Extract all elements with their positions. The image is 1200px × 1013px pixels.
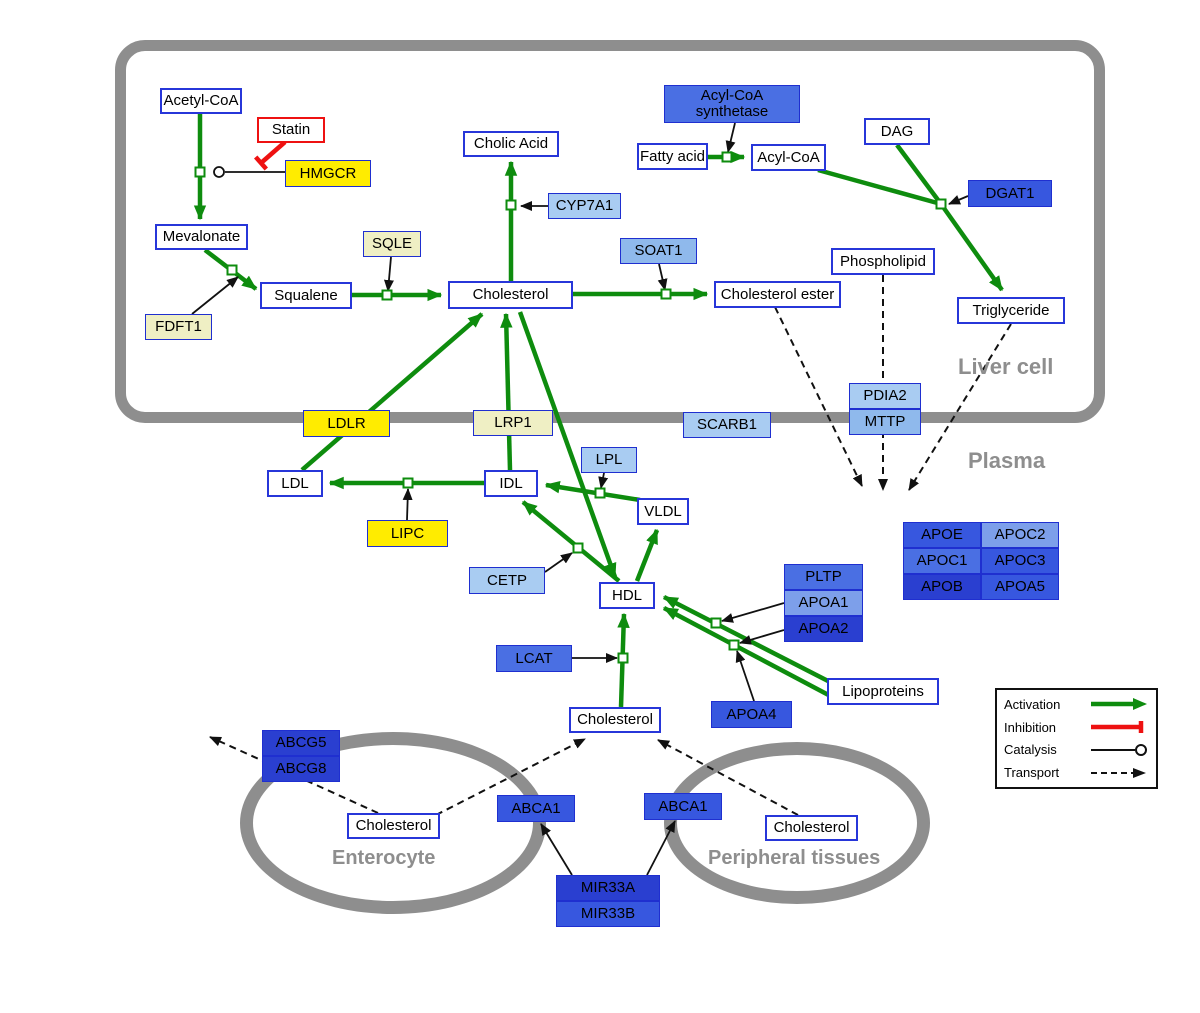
node-cholesterol-ester[interactable]: Cholesterol ester: [714, 281, 841, 308]
node-cholesterol-liver[interactable]: Cholesterol: [448, 281, 573, 309]
cat-lpl: [598, 472, 609, 489]
node-mir33a[interactable]: MIR33A: [556, 875, 660, 901]
peripheral-tissues-label: Peripheral tissues: [708, 847, 881, 869]
node-cholic-acid[interactable]: Cholic Acid: [463, 131, 559, 157]
cat-apoa1: [721, 602, 785, 623]
cat-apoa4: [735, 650, 755, 702]
node-apoc2[interactable]: APOC2: [981, 522, 1059, 548]
node-phospholipid[interactable]: Phospholipid: [831, 248, 935, 275]
node-apoa2[interactable]: APOA2: [784, 616, 863, 642]
catalysis-circle-icon: [1091, 743, 1147, 756]
node-abcg5[interactable]: ABCG5: [262, 730, 340, 756]
cat-cetp: [544, 552, 573, 573]
node-dgat1[interactable]: DGAT1: [968, 180, 1052, 207]
node-cholesterol-peripheral[interactable]: Cholesterol: [765, 815, 858, 841]
transport-dashed-arrow-icon: [1091, 767, 1146, 778]
node-apoc1[interactable]: APOC1: [903, 548, 981, 574]
node-mir33b[interactable]: MIR33B: [556, 901, 660, 927]
legend: Activation Inhibition Catalysis Transpor…: [995, 688, 1158, 789]
legend-catalysis-label: Catalysis: [1004, 742, 1057, 758]
node-apoa1[interactable]: APOA1: [784, 590, 863, 616]
node-cholesterol-enterocyte[interactable]: Cholesterol: [347, 813, 440, 839]
node-lrp1[interactable]: LRP1: [473, 410, 553, 436]
node-lcat[interactable]: LCAT: [496, 645, 572, 672]
node-triglyceride[interactable]: Triglyceride: [957, 297, 1065, 324]
node-vldl[interactable]: VLDL: [637, 498, 689, 525]
node-lipoproteins[interactable]: Lipoproteins: [827, 678, 939, 705]
node-acyl-coa-synthetase[interactable]: Acyl-CoA synthetase: [664, 85, 800, 123]
edge-hdl-vldl: [634, 528, 660, 582]
legend-inhibition-label: Inhibition: [1004, 719, 1057, 735]
edge-cholesterolplasma-hdl: [617, 612, 630, 708]
node-cetp[interactable]: CETP: [469, 567, 545, 594]
node-acetyl-coa[interactable]: Acetyl-CoA: [160, 88, 242, 114]
node-lipc[interactable]: LIPC: [367, 520, 448, 547]
node-dag[interactable]: DAG: [864, 118, 930, 145]
node-cholesterol-plasma[interactable]: Cholesterol: [569, 707, 661, 733]
node-apoe[interactable]: APOE: [903, 522, 981, 548]
cat-mir33-abca1-left: [540, 823, 573, 876]
enterocyte-label: Enterocyte: [332, 847, 436, 869]
legend-transport-row: Transport: [997, 765, 1156, 781]
node-hdl[interactable]: HDL: [599, 582, 655, 609]
node-mttp[interactable]: MTTP: [849, 409, 921, 435]
node-statin[interactable]: Statin: [257, 117, 325, 143]
node-apoa5[interactable]: APOA5: [981, 574, 1059, 600]
node-abca1-enterocyte[interactable]: ABCA1: [497, 795, 575, 822]
node-sqle[interactable]: SQLE: [363, 231, 421, 257]
legend-activation-row: Activation: [997, 696, 1156, 712]
node-abca1-peripheral[interactable]: ABCA1: [644, 793, 722, 820]
plasma-label: Plasma: [968, 448, 1046, 473]
activation-arrow-icon: [1091, 698, 1147, 711]
node-abcg8[interactable]: ABCG8: [262, 756, 340, 782]
node-scarb1[interactable]: SCARB1: [683, 412, 771, 438]
liver-cell-label: Liver cell: [958, 354, 1054, 379]
node-pltp[interactable]: PLTP: [784, 564, 863, 590]
cat-apoa2: [739, 629, 785, 645]
node-pdia2[interactable]: PDIA2: [849, 383, 921, 409]
node-apob[interactable]: APOB: [903, 574, 981, 600]
cat-lipc: [402, 488, 413, 521]
node-apoc3[interactable]: APOC3: [981, 548, 1059, 574]
node-ldlr[interactable]: LDLR: [303, 410, 390, 437]
legend-activation-label: Activation: [1004, 696, 1061, 712]
inhibition-tbar-icon: [1091, 721, 1144, 734]
node-fatty-acid[interactable]: Fatty acid: [637, 143, 708, 170]
liver-cell-compartment: [115, 40, 1105, 423]
node-apoa4[interactable]: APOA4: [711, 701, 792, 728]
edge-vldl-idl: [544, 480, 641, 503]
node-soat1[interactable]: SOAT1: [620, 238, 697, 264]
legend-transport-label: Transport: [1004, 765, 1060, 781]
node-cyp7a1[interactable]: CYP7A1: [548, 193, 621, 219]
node-hmgcr[interactable]: HMGCR: [285, 160, 371, 187]
node-fdft1[interactable]: FDFT1: [145, 314, 212, 340]
node-mevalonate[interactable]: Mevalonate: [155, 224, 248, 250]
node-squalene[interactable]: Squalene: [260, 282, 352, 309]
node-idl[interactable]: IDL: [484, 470, 538, 497]
node-lpl[interactable]: LPL: [581, 447, 637, 473]
node-ldl[interactable]: LDL: [267, 470, 323, 497]
legend-inhibition-row: Inhibition: [997, 719, 1156, 735]
node-acyl-coa[interactable]: Acyl-CoA: [751, 144, 826, 171]
legend-catalysis-row: Catalysis: [997, 742, 1156, 758]
